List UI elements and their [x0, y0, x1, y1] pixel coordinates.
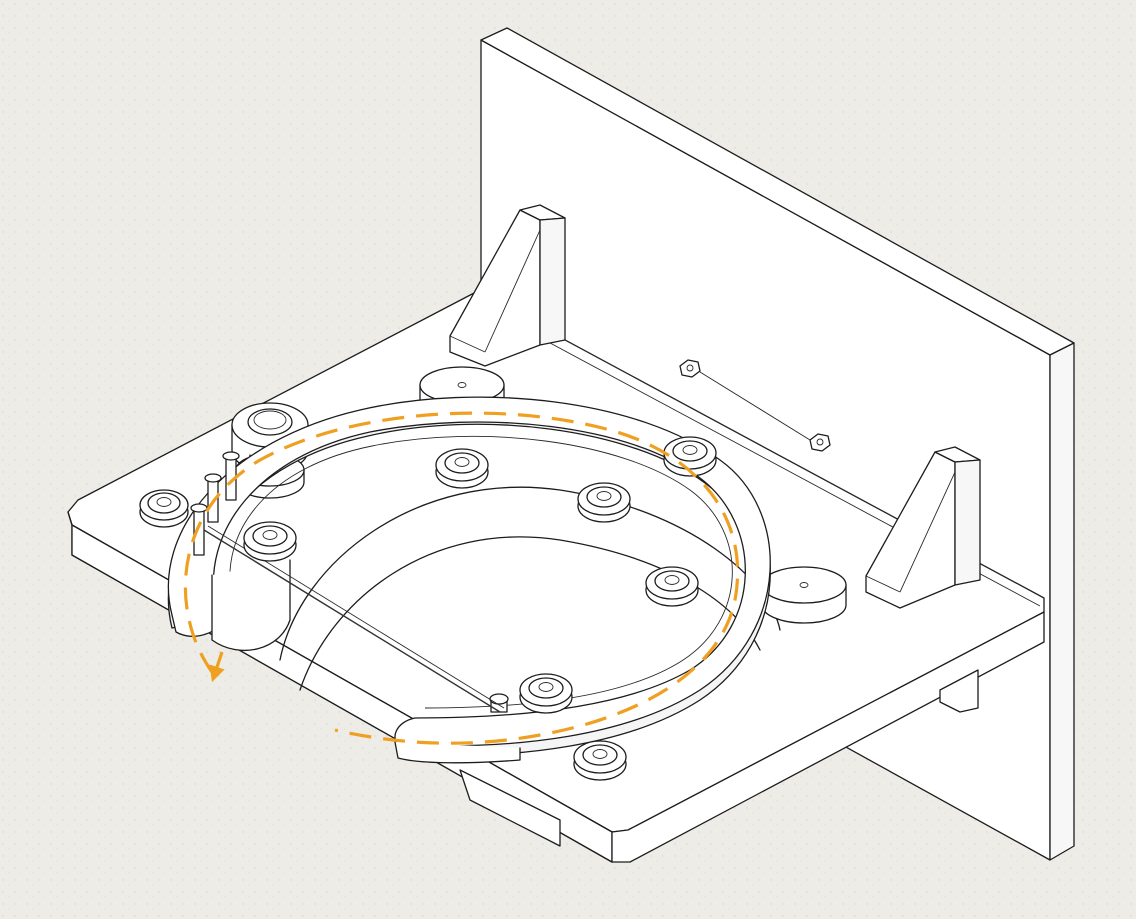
hex-nut-upper — [679, 359, 701, 378]
motion-arrowhead — [209, 651, 225, 683]
roller-far-left — [139, 489, 189, 528]
left-gusset — [449, 204, 566, 367]
rear-guide-rod — [699, 371, 811, 441]
standoff-disc-right — [761, 566, 847, 624]
right-gusset — [865, 446, 981, 609]
roller-outer-top-right — [663, 436, 717, 477]
roller-outer-bottom — [573, 740, 627, 781]
roller-arm-2 — [435, 448, 489, 489]
rotation-motion-arrow — [183, 411, 740, 745]
c-shaped-rotor-arm — [167, 396, 771, 764]
wire-strand — [203, 529, 501, 713]
roller-arm-1 — [243, 521, 297, 562]
roller-arm-5 — [519, 673, 573, 714]
hex-nut-lower — [809, 433, 831, 452]
roller-arm-4 — [645, 566, 699, 607]
roller-arm-3 — [577, 482, 631, 523]
motion-dashed-arc — [183, 411, 740, 745]
